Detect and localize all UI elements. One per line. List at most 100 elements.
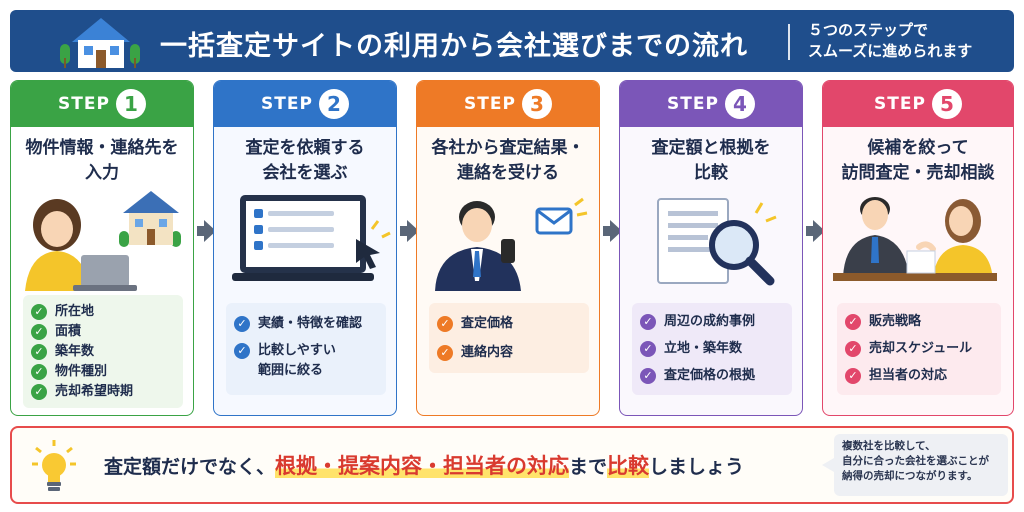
step-title-line1: 各社から査定結果・ bbox=[431, 138, 585, 158]
man-phone-mail-icon bbox=[435, 197, 588, 291]
speech-bubble-tail bbox=[822, 458, 834, 472]
bubble-line1: 複数社を比較して、 bbox=[842, 440, 936, 452]
list-item: ✓ 査定価格の根拠 bbox=[640, 366, 784, 385]
bubble-line3: 納得の売却につながります。 bbox=[842, 470, 978, 482]
check-icon: ✓ bbox=[31, 303, 47, 320]
monitor-checklist-cursor-icon bbox=[232, 195, 391, 281]
step-title: 査定額と根拠を 比較 bbox=[620, 136, 802, 186]
list-item: ✓ 物件種別 bbox=[31, 362, 175, 381]
list-item-label: 査定価格の根拠 bbox=[664, 368, 756, 383]
check-icon: ✓ bbox=[437, 344, 453, 361]
step-number: 3 bbox=[521, 89, 552, 119]
step-header: STEP 4 bbox=[620, 81, 802, 127]
check-icon: ✓ bbox=[234, 342, 250, 359]
check-icon: ✓ bbox=[845, 340, 861, 357]
list-item-label: 売却希望時期 bbox=[55, 384, 134, 399]
step-title: 物件情報・連絡先を 入力 bbox=[11, 136, 193, 186]
list-item-label: 査定価格 bbox=[461, 316, 514, 331]
list-item-label: 販売戦略 bbox=[869, 314, 922, 329]
list-item-label: 連絡内容 bbox=[461, 345, 514, 360]
list-item-label: 比較しやすい bbox=[258, 343, 336, 358]
checklist: ✓ 査定価格 ✓ 連絡内容 bbox=[429, 303, 589, 373]
advice-banner: 査定額だけでなく、根拠・提案内容・担当者の対応まで比較しましょう 複数社を比較し… bbox=[10, 426, 1014, 504]
check-icon: ✓ bbox=[31, 343, 47, 360]
step-header: STEP 2 bbox=[214, 81, 396, 127]
list-item: ✓周辺の成約事例 bbox=[640, 312, 784, 331]
step-label: STEP bbox=[58, 94, 110, 114]
list-item: 範囲に絞る bbox=[234, 361, 378, 380]
step-number: 4 bbox=[724, 89, 755, 119]
step-title-line2: 会社を選ぶ bbox=[262, 163, 348, 183]
list-item: ✓ 売却スケジュール bbox=[845, 339, 993, 358]
step-title-line2: 入力 bbox=[85, 163, 119, 183]
step-header: STEP 5 bbox=[823, 81, 1013, 127]
step-card-3: STEP 3 各社から査定結果・ 連絡を受ける ✓ 査定価格 ✓ 連絡内容 bbox=[416, 80, 600, 416]
advice-highlight: 根拠・提案内容・担当者の対応 bbox=[275, 454, 570, 478]
check-icon: ✓ bbox=[640, 367, 656, 384]
check-icon: ✓ bbox=[640, 340, 656, 357]
list-item: ✓ 所在地 bbox=[31, 302, 175, 321]
list-item-label: 売却スケジュール bbox=[869, 341, 973, 356]
list-item-label: 実績・特徴を確認 bbox=[258, 316, 363, 331]
step-number: 5 bbox=[931, 89, 962, 119]
step-title-line2: 連絡を受ける bbox=[457, 163, 559, 183]
step-number: 2 bbox=[318, 89, 349, 119]
check-icon: ✓ bbox=[845, 313, 861, 330]
step-header: STEP 1 bbox=[11, 81, 193, 127]
step-number: 1 bbox=[115, 89, 146, 119]
list-item: ✓ 販売戦略 bbox=[845, 312, 993, 331]
header-subtitle: ５つのステップで スムーズに進められます bbox=[808, 20, 972, 62]
step-title-line2: 比較 bbox=[694, 163, 728, 183]
check-icon: ✓ bbox=[234, 315, 250, 332]
list-item-label: 範囲に絞る bbox=[258, 363, 324, 378]
step-title: 各社から査定結果・ 連絡を受ける bbox=[417, 136, 599, 186]
list-item: ✓立地・築年数 bbox=[640, 339, 784, 358]
list-item-label: 担当者の対応 bbox=[869, 368, 948, 383]
step-title: 査定を依頼する 会社を選ぶ bbox=[214, 136, 396, 186]
step-card-4: STEP 4 査定額と根拠を 比較 ✓周辺の成約事例 ✓立地・築年数 ✓ 査定価格… bbox=[619, 80, 803, 416]
check-icon: ✓ bbox=[437, 315, 453, 332]
step-label: STEP bbox=[261, 94, 313, 114]
list-item-label: 所在地 bbox=[55, 304, 95, 319]
page-title: 一括査定サイトの利用から会社選びまでの流れ bbox=[160, 31, 748, 62]
step-title-line1: 物件情報・連絡先を bbox=[25, 138, 179, 158]
header-divider bbox=[788, 24, 790, 60]
list-item-label: 築年数 bbox=[55, 344, 95, 359]
checklist: ✓ 販売戦略 ✓ 売却スケジュール ✓ 担当者の対応 bbox=[837, 303, 1001, 395]
advice-prefix: 査定額だけでなく、 bbox=[104, 456, 276, 478]
advice-suffix: しましょう bbox=[649, 456, 745, 478]
step-header: STEP 3 bbox=[417, 81, 599, 127]
list-item: ✓ 連絡内容 bbox=[437, 343, 581, 362]
step-title-line2: 訪問査定・売却相談 bbox=[841, 163, 995, 183]
step-card-2: STEP 2 査定を依頼する 会社を選ぶ ✓ 実績・特徴を確認 ✓ 比較しやすい 範… bbox=[213, 80, 397, 416]
advice-message: 査定額だけでなく、根拠・提案内容・担当者の対応まで比較しましょう bbox=[104, 450, 744, 480]
list-item: ✓ 担当者の対応 bbox=[845, 366, 993, 385]
header-subtitle-line1: ５つのステップで bbox=[808, 21, 929, 39]
check-icon: ✓ bbox=[640, 313, 656, 330]
list-item: ✓ 築年数 bbox=[31, 342, 175, 361]
bubble-line2: 自分に合った会社を選ぶことが bbox=[842, 455, 989, 467]
check-icon: ✓ bbox=[31, 363, 47, 380]
list-item-label: 物件種別 bbox=[55, 364, 108, 379]
check-icon: ✓ bbox=[845, 367, 861, 384]
step-title-line1: 候補を絞って bbox=[867, 138, 969, 158]
header-subtitle-line2: スムーズに進められます bbox=[808, 42, 973, 60]
list-item: ✓ 査定価格 bbox=[437, 314, 581, 333]
lightbulb-icon bbox=[32, 440, 76, 491]
step-title-line1: 査定額と根拠を bbox=[651, 138, 771, 158]
list-item: ✓ 比較しやすい bbox=[234, 341, 378, 360]
step-label: STEP bbox=[464, 94, 516, 114]
list-item: ✓ 実績・特徴を確認 bbox=[234, 314, 378, 333]
step-card-5: STEP 5 候補を絞って 訪問査定・売却相談 ✓ 販売戦略 ✓ 売却スケジュール … bbox=[822, 80, 1014, 416]
step-label: STEP bbox=[874, 94, 926, 114]
house-icon bbox=[60, 18, 140, 68]
woman-laptop-house-icon bbox=[25, 191, 181, 291]
list-item: ✓面積 bbox=[31, 322, 175, 341]
step-label: STEP bbox=[667, 94, 719, 114]
checklist: ✓ 実績・特徴を確認 ✓ 比較しやすい 範囲に絞る bbox=[226, 303, 386, 395]
checklist: ✓ 所在地 ✓面積 ✓ 築年数 ✓ 物件種別 ✓ 売却希望時期 bbox=[23, 295, 183, 408]
step-title-line1: 査定を依頼する bbox=[245, 138, 365, 158]
advice-highlight-compare: 比較 bbox=[607, 454, 650, 478]
consultation-meeting-icon bbox=[833, 197, 997, 281]
checklist: ✓周辺の成約事例 ✓立地・築年数 ✓ 査定価格の根拠 bbox=[632, 303, 792, 395]
